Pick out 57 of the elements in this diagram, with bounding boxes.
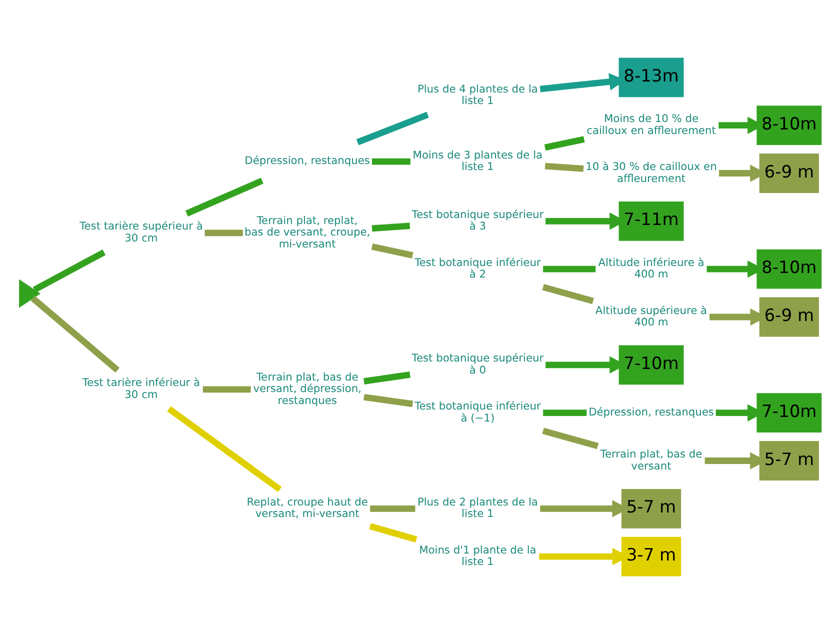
node-text: Altitude inférieure à 400 m [598,255,704,280]
connector [370,504,416,512]
node-text: Test tarière supérieur à 30 cm [80,219,203,244]
node-text: Terrain plat, bas de versant [600,447,702,472]
node-box: 7-10m [618,344,684,384]
connector [372,158,410,164]
node-text: Moins d'1 plante de la liste 1 [419,542,536,568]
node-text: Test botanique inférieur à 2 [414,255,541,280]
node-box: 8-10m [756,248,822,288]
connector [543,409,587,416]
node-box: 8-13m [618,57,684,97]
node-box: 5-7 m [621,488,682,528]
node-text: 10 à 30 % de cailloux en affleurement [586,160,717,184]
connector [369,522,418,542]
arrow [719,164,767,182]
node-triangle [19,278,40,308]
connector [202,386,251,392]
arrow [540,72,626,92]
node-text: Moins de 10 % de cailloux en affleurement [586,112,716,136]
node-box: 7-10m [756,392,822,432]
node-box: 6-9 m [759,296,819,336]
node-text: Moins de 3 plantes de la liste 1 [412,148,543,173]
node-text: Test tarière inférieur à 30 cm [82,376,200,400]
connector [544,136,585,150]
connector [372,222,410,232]
connector [32,248,106,292]
connector [544,162,584,172]
connector [356,111,429,145]
connector [364,393,414,407]
node-box: 8-10m [756,105,822,145]
connector [167,406,282,492]
node-box: 6-9 m [759,153,819,192]
node-text: Dépression, restanques [588,404,714,418]
arrow [718,116,764,134]
node-text: Dépression, restanques [244,154,370,167]
connector [542,283,594,304]
node-text: Test botanique inférieur à (−1) [414,399,541,424]
arrow [710,308,767,326]
node-text: Terrain plat, bas de versant, dépression, restanques [253,370,362,406]
node-text: Plus de 2 plantes de la liste 1 [417,494,538,520]
arrow [706,260,764,278]
node-box: 3-7 m [621,536,682,576]
node-box: 5-7 m [759,440,819,480]
node-box: 7-11m [618,200,684,240]
connector [204,229,243,236]
connector [30,295,120,372]
connector [542,427,599,449]
connector [185,177,264,216]
node-text: Altitude supérieure à 400 m [595,303,708,328]
node-text: Test botanique supérieur à 3 [412,207,544,232]
connector [371,242,414,258]
node-text: Test botanique supérieur à 0 [412,351,544,376]
connector [363,370,410,384]
node-text: Replat, croupe haut de versant, mi-versant [246,494,368,520]
node-text: Terrain plat, replat, bas de versant, croupe, mi-versant [244,213,370,250]
node-text: Plus de 4 plantes de la liste 1 [417,82,538,107]
connector [543,265,596,272]
